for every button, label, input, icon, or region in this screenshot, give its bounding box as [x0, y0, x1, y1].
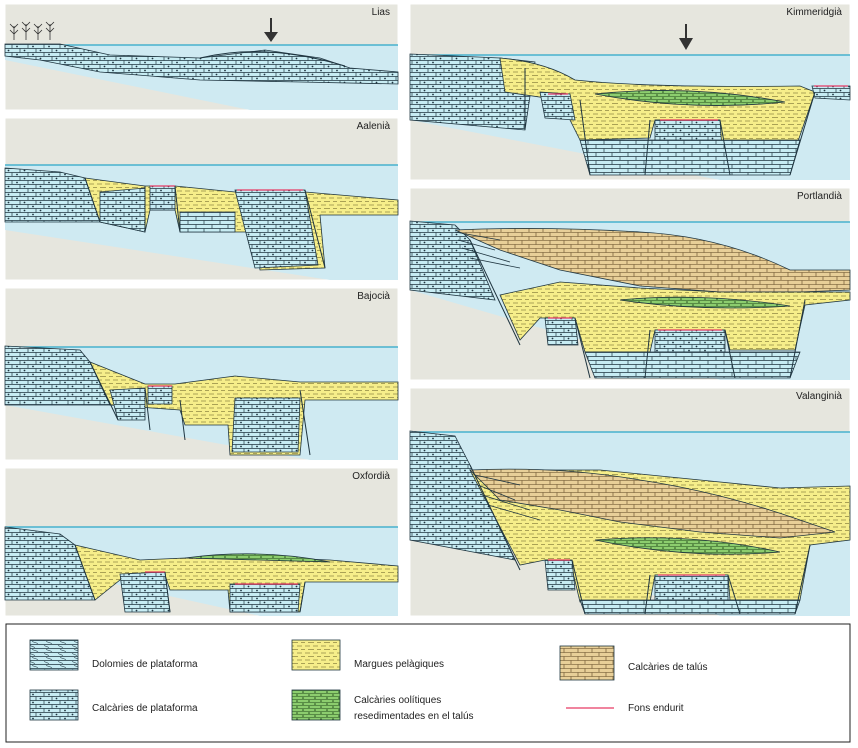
slope-tongues [474, 474, 541, 521]
fault-lines [469, 239, 806, 379]
slope-tongues [454, 231, 521, 269]
panel-portlandia: Portlandià [409, 187, 851, 381]
tilted-block [539, 91, 576, 121]
panel-oxfordia: Oxfordià [4, 467, 399, 617]
legend-label-fons-endurit: Fons endurit [628, 703, 684, 714]
hardground-lines [548, 85, 848, 121]
hardground-lines [548, 559, 725, 576]
platform-limestone-right [811, 85, 851, 101]
stage-label: Aalenià [357, 121, 391, 132]
legend-label-dolomies: Dolomies de plataforma [92, 659, 198, 670]
tilted-block-1 [109, 387, 146, 421]
oolitic-lens [619, 296, 791, 309]
basement-limestone [579, 139, 801, 176]
legend-swatch-oolitiques [291, 689, 341, 721]
fault-lines [74, 544, 306, 613]
legend: Dolomies de plataforma Calcàries de plat… [5, 623, 851, 743]
basement-limestone [584, 351, 801, 379]
horst-1 [147, 385, 173, 405]
basement-limestone [579, 599, 801, 615]
slope-limestone [454, 228, 851, 293]
legend-swatch-calcaries-plataforma [29, 689, 79, 721]
stage-label: Portlandià [797, 191, 842, 202]
panel-aalenia: Aalenià [4, 117, 399, 281]
oolitic-lens [184, 553, 331, 563]
legend-swatch-margues [291, 639, 341, 671]
fault-lines [89, 361, 311, 456]
legend-label-calcaries-plataforma: Calcàries de plataforma [92, 703, 198, 714]
stage-label: Valanginià [796, 391, 842, 402]
fault-lines [524, 68, 816, 176]
legend-label-oolitiques-line2: resedimentades en el talús [354, 711, 474, 722]
legend-label-oolitiques-line1: Calcàries oolítiques [354, 695, 441, 706]
fault-lines [469, 464, 811, 615]
arrow-down-icon [679, 24, 693, 50]
horst-2 [231, 397, 301, 453]
hardground-lines [548, 317, 722, 331]
legend-label-margues: Margues pelàgiques [354, 659, 444, 670]
stage-label: Bajocià [357, 291, 390, 302]
stage-label: Lias [372, 7, 390, 18]
legend-label-calcaries-talus: Calcàries de talús [628, 662, 707, 673]
horst [654, 574, 729, 601]
legend-swatch-calcaries-talus [559, 645, 615, 681]
graben-fill [179, 211, 236, 233]
panel-valanginia: Valanginià [409, 387, 851, 617]
platform-limestone-left [409, 220, 496, 301]
stage-label: Kimmeridgià [786, 7, 842, 18]
panel-lias: Lias [4, 3, 399, 111]
hardground-lines [150, 185, 303, 191]
oolitic-lens [594, 537, 781, 555]
emergent-high [199, 51, 346, 67]
fault-lines [84, 177, 326, 269]
stage-label: Oxfordià [352, 471, 390, 482]
horst-2 [229, 583, 301, 613]
oolitic-lens [594, 90, 786, 106]
tree-icons [9, 21, 55, 40]
hardground-lines [145, 571, 298, 585]
horst-1 [149, 185, 176, 211]
horst [654, 329, 726, 353]
tilted-block [544, 559, 576, 591]
legend-frame [5, 623, 851, 743]
panel-kimmeridgia: Kimmeridgià [409, 3, 851, 181]
tilted-block [544, 317, 579, 346]
panel-bajocia: Bajocià [4, 287, 399, 461]
horst-1 [119, 571, 171, 613]
arrow-down-icon [264, 18, 278, 42]
platform-limestone [4, 43, 399, 85]
legend-swatch-dolomies [29, 639, 79, 671]
slope-limestone [469, 468, 836, 539]
